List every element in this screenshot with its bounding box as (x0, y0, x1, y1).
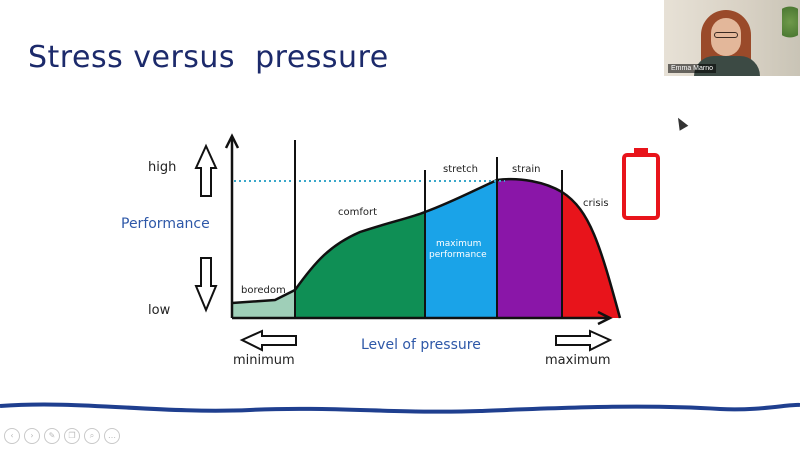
x-axis-label: Level of pressure (361, 337, 481, 353)
zone-label-crisis: crisis (583, 198, 609, 209)
footer-wave (0, 402, 800, 414)
zone-label-max-1: maximum (436, 239, 481, 249)
down-arrow-icon (194, 257, 218, 313)
copy-icon[interactable]: ❐ (64, 428, 80, 444)
right-arrow-icon (555, 329, 613, 352)
participant-video-tile[interactable] (664, 0, 800, 76)
zone-label-comfort: comfort (338, 207, 377, 218)
zone-label-max-2: performance (429, 250, 487, 260)
performance-curve (231, 177, 622, 319)
zone-label-boredom: boredom (241, 285, 286, 296)
plant-image (782, 6, 798, 46)
next-slide-icon[interactable]: › (24, 428, 40, 444)
x-min-label: minimum (233, 353, 295, 368)
left-arrow-icon (239, 329, 297, 352)
zone-stretch (425, 180, 497, 318)
x-max-label: maximum (545, 353, 611, 368)
pen-icon[interactable]: ✎ (44, 428, 60, 444)
x-axis-arrowhead (597, 310, 613, 326)
zone-boredom (232, 290, 295, 318)
prev-slide-icon[interactable]: ‹ (4, 428, 20, 444)
zone-label-stretch: stretch (443, 164, 478, 175)
y-high-label: high (148, 160, 176, 175)
glasses-icon (714, 32, 738, 38)
zone-comfort (295, 212, 425, 318)
slideshow-toolbar: ‹ › ✎ ❐ ⌕ … (4, 428, 120, 444)
zone-crisis (562, 192, 620, 318)
zone-strain (497, 179, 562, 318)
y-axis-label: Performance (121, 216, 210, 232)
zoom-icon[interactable]: ⌕ (84, 428, 100, 444)
y-axis-arrowhead (224, 133, 240, 149)
battery-icon (622, 148, 660, 220)
more-icon[interactable]: … (104, 428, 120, 444)
y-low-label: low (148, 303, 171, 318)
participant-name-label: Emma Marno (668, 64, 717, 73)
zone-label-strain: strain (512, 164, 541, 175)
up-arrow-icon (194, 143, 218, 197)
slide-title: Stress versus pressure (28, 40, 389, 75)
